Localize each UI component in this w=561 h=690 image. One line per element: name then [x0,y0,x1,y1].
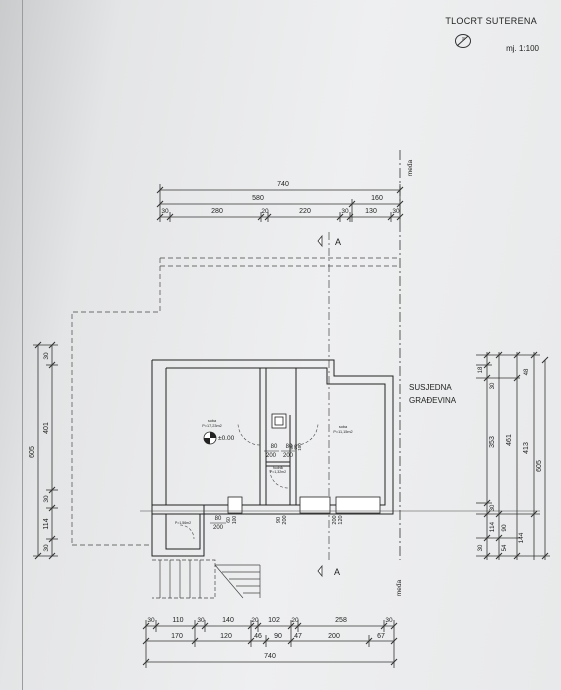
bottom-dim-30c: 30 [385,617,393,624]
top-dim-280: 280 [211,208,223,215]
bottom-dim-47: 47 [294,633,302,640]
meda-label-bottom: međa [396,579,403,596]
scale-label: mj. 1:100 [506,44,539,53]
left-dim-30-top: 30 [43,352,50,360]
building-walls [151,359,394,557]
upper-floor-outline [71,257,400,546]
meda-label-top: međa [407,159,414,176]
left-dim-30-bot: 30 [43,544,50,552]
right-dim-30c: 30 [478,544,484,551]
door2-height: 200 [283,453,294,459]
bottom-dim-90: 90 [274,633,282,640]
stairs [152,559,261,599]
bottom-dim-30b: 30 [197,617,205,624]
top-dim-220: 220 [299,208,311,215]
right-dimension-chain [476,351,550,560]
room-right-label: soba [339,425,348,429]
left-dimension-chain [33,341,58,560]
right-dim-90: 90 [501,524,508,532]
win-bottom2-a: 200 [332,515,338,524]
small-win-b: 100 [232,516,238,525]
door1-width: 80 [271,444,278,450]
svg-text:S: S [462,36,465,41]
room-main-area: P=17,23m2 [202,424,222,428]
top-dim-160: 160 [371,195,383,202]
win-bottom1-b: 200 [282,515,288,524]
room-main-label: soba [208,419,217,423]
wall-stack-60: 60 [289,444,294,450]
left-dim-605: 605 [29,446,36,458]
left-dim-30-mid: 30 [43,495,50,503]
bottom-dim-total: 740 [264,653,276,660]
room-hall-area: P=1,32m2 [270,470,286,474]
top-dim-30c: 30 [392,208,400,215]
bottom-dim-170: 170 [171,633,183,640]
title-block: TLOCRT SUTERENA S mj. 1:100 [440,12,555,53]
bottom-dim-140: 140 [222,617,234,624]
door-swings [179,422,319,540]
right-dim-18: 18 [478,366,484,373]
bottom-dim-67: 67 [377,633,385,640]
door2-width: 80 [286,444,293,450]
section-a-bottom-label: A [334,567,340,577]
top-dim-total: 740 [277,181,289,188]
bottom-dim-20a: 20 [251,617,259,624]
room-hall-label: hodnik [273,466,284,470]
right-dim-48: 48 [524,368,530,375]
win-bottom2-b: 120 [338,515,344,524]
binding-margin-line [22,0,23,690]
bottom-dim-102: 102 [268,617,280,624]
right-dim-54: 54 [502,544,508,551]
right-dim-353: 353 [489,436,496,448]
small-door-width: 80 [215,516,222,522]
bottom-dim-110: 110 [172,617,183,624]
bottom-dim-20b: 20 [291,617,299,624]
left-dim-401: 401 [43,422,50,434]
top-dim-130: 130 [365,208,377,215]
right-dim-144: 144 [518,532,525,543]
top-dim-580: 580 [252,195,264,202]
wall-stack-100: 100 [297,443,302,451]
room-right-area: P=11,15m2 [333,430,352,434]
top-dimension-chain [156,184,404,222]
right-dim-114: 114 [489,521,496,532]
bottom-dim-30a: 30 [147,617,155,624]
right-dim-461: 461 [506,434,513,446]
bottom-dim-258: 258 [335,617,347,624]
wall-stack-90: 90 [293,444,298,450]
top-dim-30a: 30 [161,208,169,215]
right-dim-413: 413 [523,442,530,454]
door1-height: 200 [266,453,277,459]
section-a-top-label: A [335,237,341,247]
top-dim-20: 20 [261,208,269,215]
right-dim-605: 605 [536,460,543,472]
level-marker-icon [203,431,217,445]
bottom-dim-46: 46 [254,633,262,640]
north-arrow-icon: S [455,34,471,48]
room-small-area: P=1,56m2 [175,521,191,525]
bottom-dim-120: 120 [220,633,232,640]
level-value: ±0.00 [218,435,235,442]
win-bottom1-a: 90 [276,517,282,523]
neighbor-label-2: GRAĐEVINA [409,396,457,405]
right-dim-30b: 30 [490,504,496,511]
bottom-dimension-chain [142,620,398,668]
right-dim-30a: 30 [490,382,496,389]
left-dim-114: 114 [43,518,50,529]
neighbor-label-1: SUSJEDNA [409,383,452,392]
sheet-title: TLOCRT SUTERENA [445,16,537,26]
small-door-height: 200 [213,525,224,531]
top-dim-30b: 30 [341,208,349,215]
bottom-dim-200: 200 [328,633,340,640]
small-win-a: 60 [226,517,232,523]
section-marker-bottom: A [317,564,340,578]
